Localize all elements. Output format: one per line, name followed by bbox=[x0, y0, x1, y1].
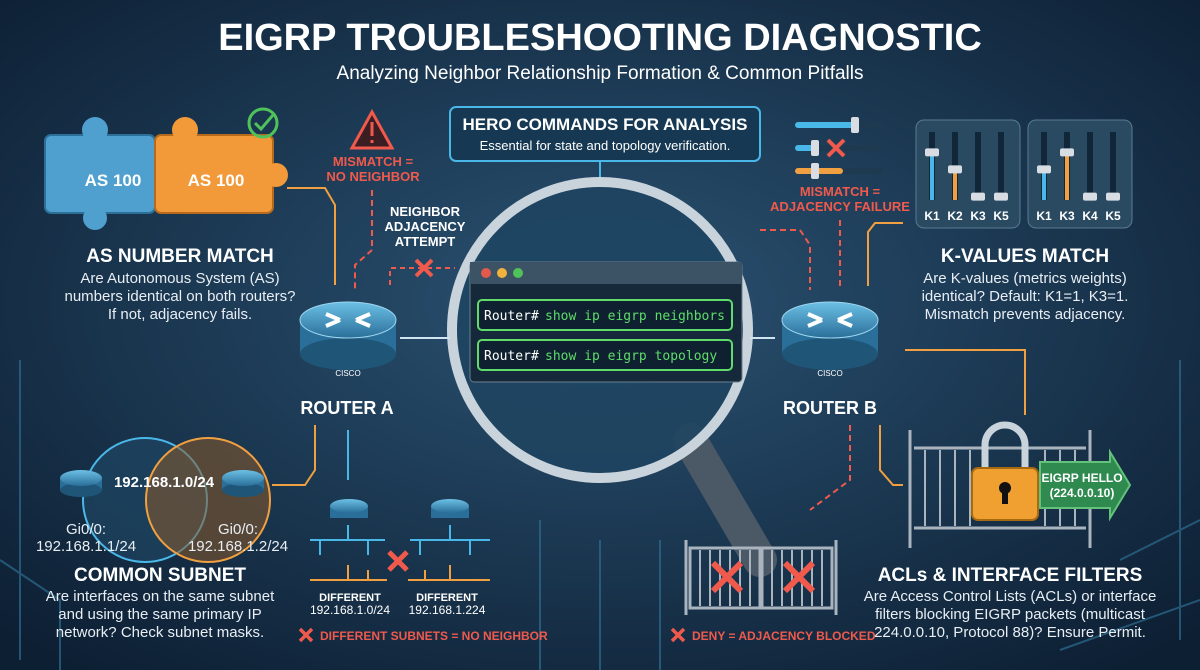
subnet-desc-line: and using the same primary IP bbox=[58, 606, 261, 623]
x-icon bbox=[298, 627, 314, 643]
warning-icon bbox=[349, 108, 395, 150]
as-left-label: AS 100 bbox=[85, 171, 142, 190]
attempt-label: ADJACENCY bbox=[385, 219, 466, 234]
acl-desc-line: filters blocking EIGRP packets (multicas… bbox=[875, 606, 1146, 623]
k-fader-knob bbox=[948, 165, 962, 174]
diff-label: DIFFERENT bbox=[416, 592, 478, 604]
router-b-label: ROUTER B bbox=[783, 398, 877, 418]
sliders-icon bbox=[795, 117, 883, 179]
connector-line bbox=[879, 425, 903, 486]
k-fader-knob bbox=[1083, 192, 1097, 201]
as-warning: MISMATCH = bbox=[333, 154, 414, 169]
router-brand: CISCO bbox=[817, 369, 842, 378]
k-fader-knob bbox=[994, 192, 1008, 201]
hello-label: (224.0.0.10) bbox=[1050, 486, 1115, 500]
hello-label: EIGRP HELLO bbox=[1041, 471, 1122, 485]
diff-warning: DIFFERENT SUBNETS = NO NEIGHBOR bbox=[320, 629, 548, 643]
cmd-neighbors[interactable]: show ip eigrp neighbors bbox=[545, 309, 725, 324]
lock-icon bbox=[971, 421, 1039, 521]
k-label: K5 bbox=[1105, 209, 1121, 223]
interface-label: Gi0/0: bbox=[218, 521, 258, 538]
hello-arrow bbox=[1039, 448, 1132, 522]
k-warning: MISMATCH = bbox=[800, 184, 881, 199]
dashed-arrow bbox=[760, 229, 811, 290]
page-subtitle: Analyzing Neighbor Relationship Formatio… bbox=[337, 63, 864, 84]
deny-warning: DENY = ADJACENCY BLOCKED bbox=[692, 629, 876, 643]
dashed-arrow bbox=[809, 425, 851, 511]
hero-title: HERO COMMANDS FOR ANALYSIS bbox=[463, 115, 748, 134]
k-label: K1 bbox=[1036, 209, 1052, 223]
interface-label: 192.168.1.2/24 bbox=[188, 538, 288, 555]
cmd-prompt: Router# bbox=[484, 309, 539, 324]
subnet-desc-line: network? Check subnet masks. bbox=[56, 624, 264, 641]
x-icon bbox=[414, 258, 434, 278]
as-desc-line: Are Autonomous System (AS) bbox=[80, 270, 279, 287]
k-fader-knob bbox=[971, 192, 985, 201]
acl-desc-line: Are Access Control Lists (ACLs) or inter… bbox=[864, 588, 1157, 605]
as-heading: AS NUMBER MATCH bbox=[86, 246, 274, 267]
as-warning: NO NEIGHBOR bbox=[326, 169, 420, 184]
k-desc-line: Are K-values (metrics weights) bbox=[923, 270, 1126, 287]
puzzle-icon bbox=[44, 117, 288, 230]
connector-line bbox=[272, 425, 316, 486]
x-icon bbox=[710, 560, 744, 594]
router-brand: CISCO bbox=[335, 369, 360, 378]
k-desc-line: identical? Default: K1=1, K3=1. bbox=[922, 288, 1129, 305]
acl-heading: ACLs & INTERFACE FILTERS bbox=[878, 565, 1143, 586]
k-fader-knob bbox=[925, 148, 939, 157]
k-label: K4 bbox=[1082, 209, 1098, 223]
diff-label: 192.168.1.0/24 bbox=[310, 603, 390, 617]
terminal-window bbox=[469, 261, 743, 383]
check-icon bbox=[247, 107, 279, 139]
connector-line bbox=[287, 187, 336, 285]
k-fader-knob bbox=[1060, 148, 1074, 157]
interface-label: Gi0/0: bbox=[66, 521, 106, 538]
subnet-heading: COMMON SUBNET bbox=[74, 565, 246, 586]
k-label: K3 bbox=[1059, 209, 1075, 223]
page-title: EIGRP TROUBLESHOOTING DIAGNOSTIC bbox=[218, 17, 982, 59]
subnet-network: 192.168.1.0/24 bbox=[114, 474, 215, 491]
k-warning: ADJACENCY FAILURE bbox=[770, 199, 910, 214]
interface-label: 192.168.1.1/24 bbox=[36, 538, 136, 555]
k-fader-knob bbox=[1037, 165, 1051, 174]
diff-label: 192.168.1.224 bbox=[409, 603, 486, 617]
k-label: K5 bbox=[993, 209, 1009, 223]
dashed-arrow bbox=[354, 190, 373, 290]
x-icon bbox=[670, 627, 686, 643]
circuit-traces bbox=[0, 360, 1200, 670]
as-desc-line: numbers identical on both routers? bbox=[65, 288, 296, 305]
subnet-venn bbox=[82, 437, 271, 563]
attempt-label: NEIGHBOR bbox=[390, 204, 461, 219]
x-icon bbox=[826, 138, 846, 158]
hero-box bbox=[449, 106, 761, 162]
k-label: K1 bbox=[924, 209, 940, 223]
k-labels: K1 K2 K3 K5 K1 K3 K4 K5 bbox=[924, 209, 1121, 223]
k-value-panels bbox=[915, 119, 1133, 229]
k-label: K2 bbox=[947, 209, 963, 223]
connector-line bbox=[905, 349, 1026, 415]
x-icon bbox=[387, 550, 409, 572]
k-fader-knob bbox=[1106, 192, 1120, 201]
diff-label: DIFFERENT bbox=[319, 592, 381, 604]
as-desc-line: If not, adjacency fails. bbox=[108, 306, 252, 323]
diff-subnet-diagram bbox=[310, 430, 490, 581]
router-a-label: ROUTER A bbox=[300, 398, 393, 418]
x-icon bbox=[782, 560, 816, 594]
cmd-prompt: Router# bbox=[484, 349, 539, 364]
hero-subtitle: Essential for state and topology verific… bbox=[480, 138, 731, 153]
k-desc-line: Mismatch prevents adjacency. bbox=[925, 306, 1126, 323]
as-right-label: AS 100 bbox=[188, 171, 245, 190]
router-icon bbox=[60, 470, 264, 497]
k-heading: K-VALUES MATCH bbox=[941, 246, 1109, 267]
router-b-icon bbox=[781, 301, 879, 370]
connector-line bbox=[867, 222, 903, 286]
k-label: K3 bbox=[970, 209, 986, 223]
cmd-topology[interactable]: show ip eigrp topology bbox=[545, 349, 717, 364]
subnet-desc-line: Are interfaces on the same subnet bbox=[46, 588, 275, 605]
attempt-label: ATTEMPT bbox=[395, 234, 455, 249]
acl-desc-line: 224.0.0.10, Protocol 88)? Ensure Permit. bbox=[874, 624, 1146, 641]
router-a-icon bbox=[299, 301, 397, 370]
